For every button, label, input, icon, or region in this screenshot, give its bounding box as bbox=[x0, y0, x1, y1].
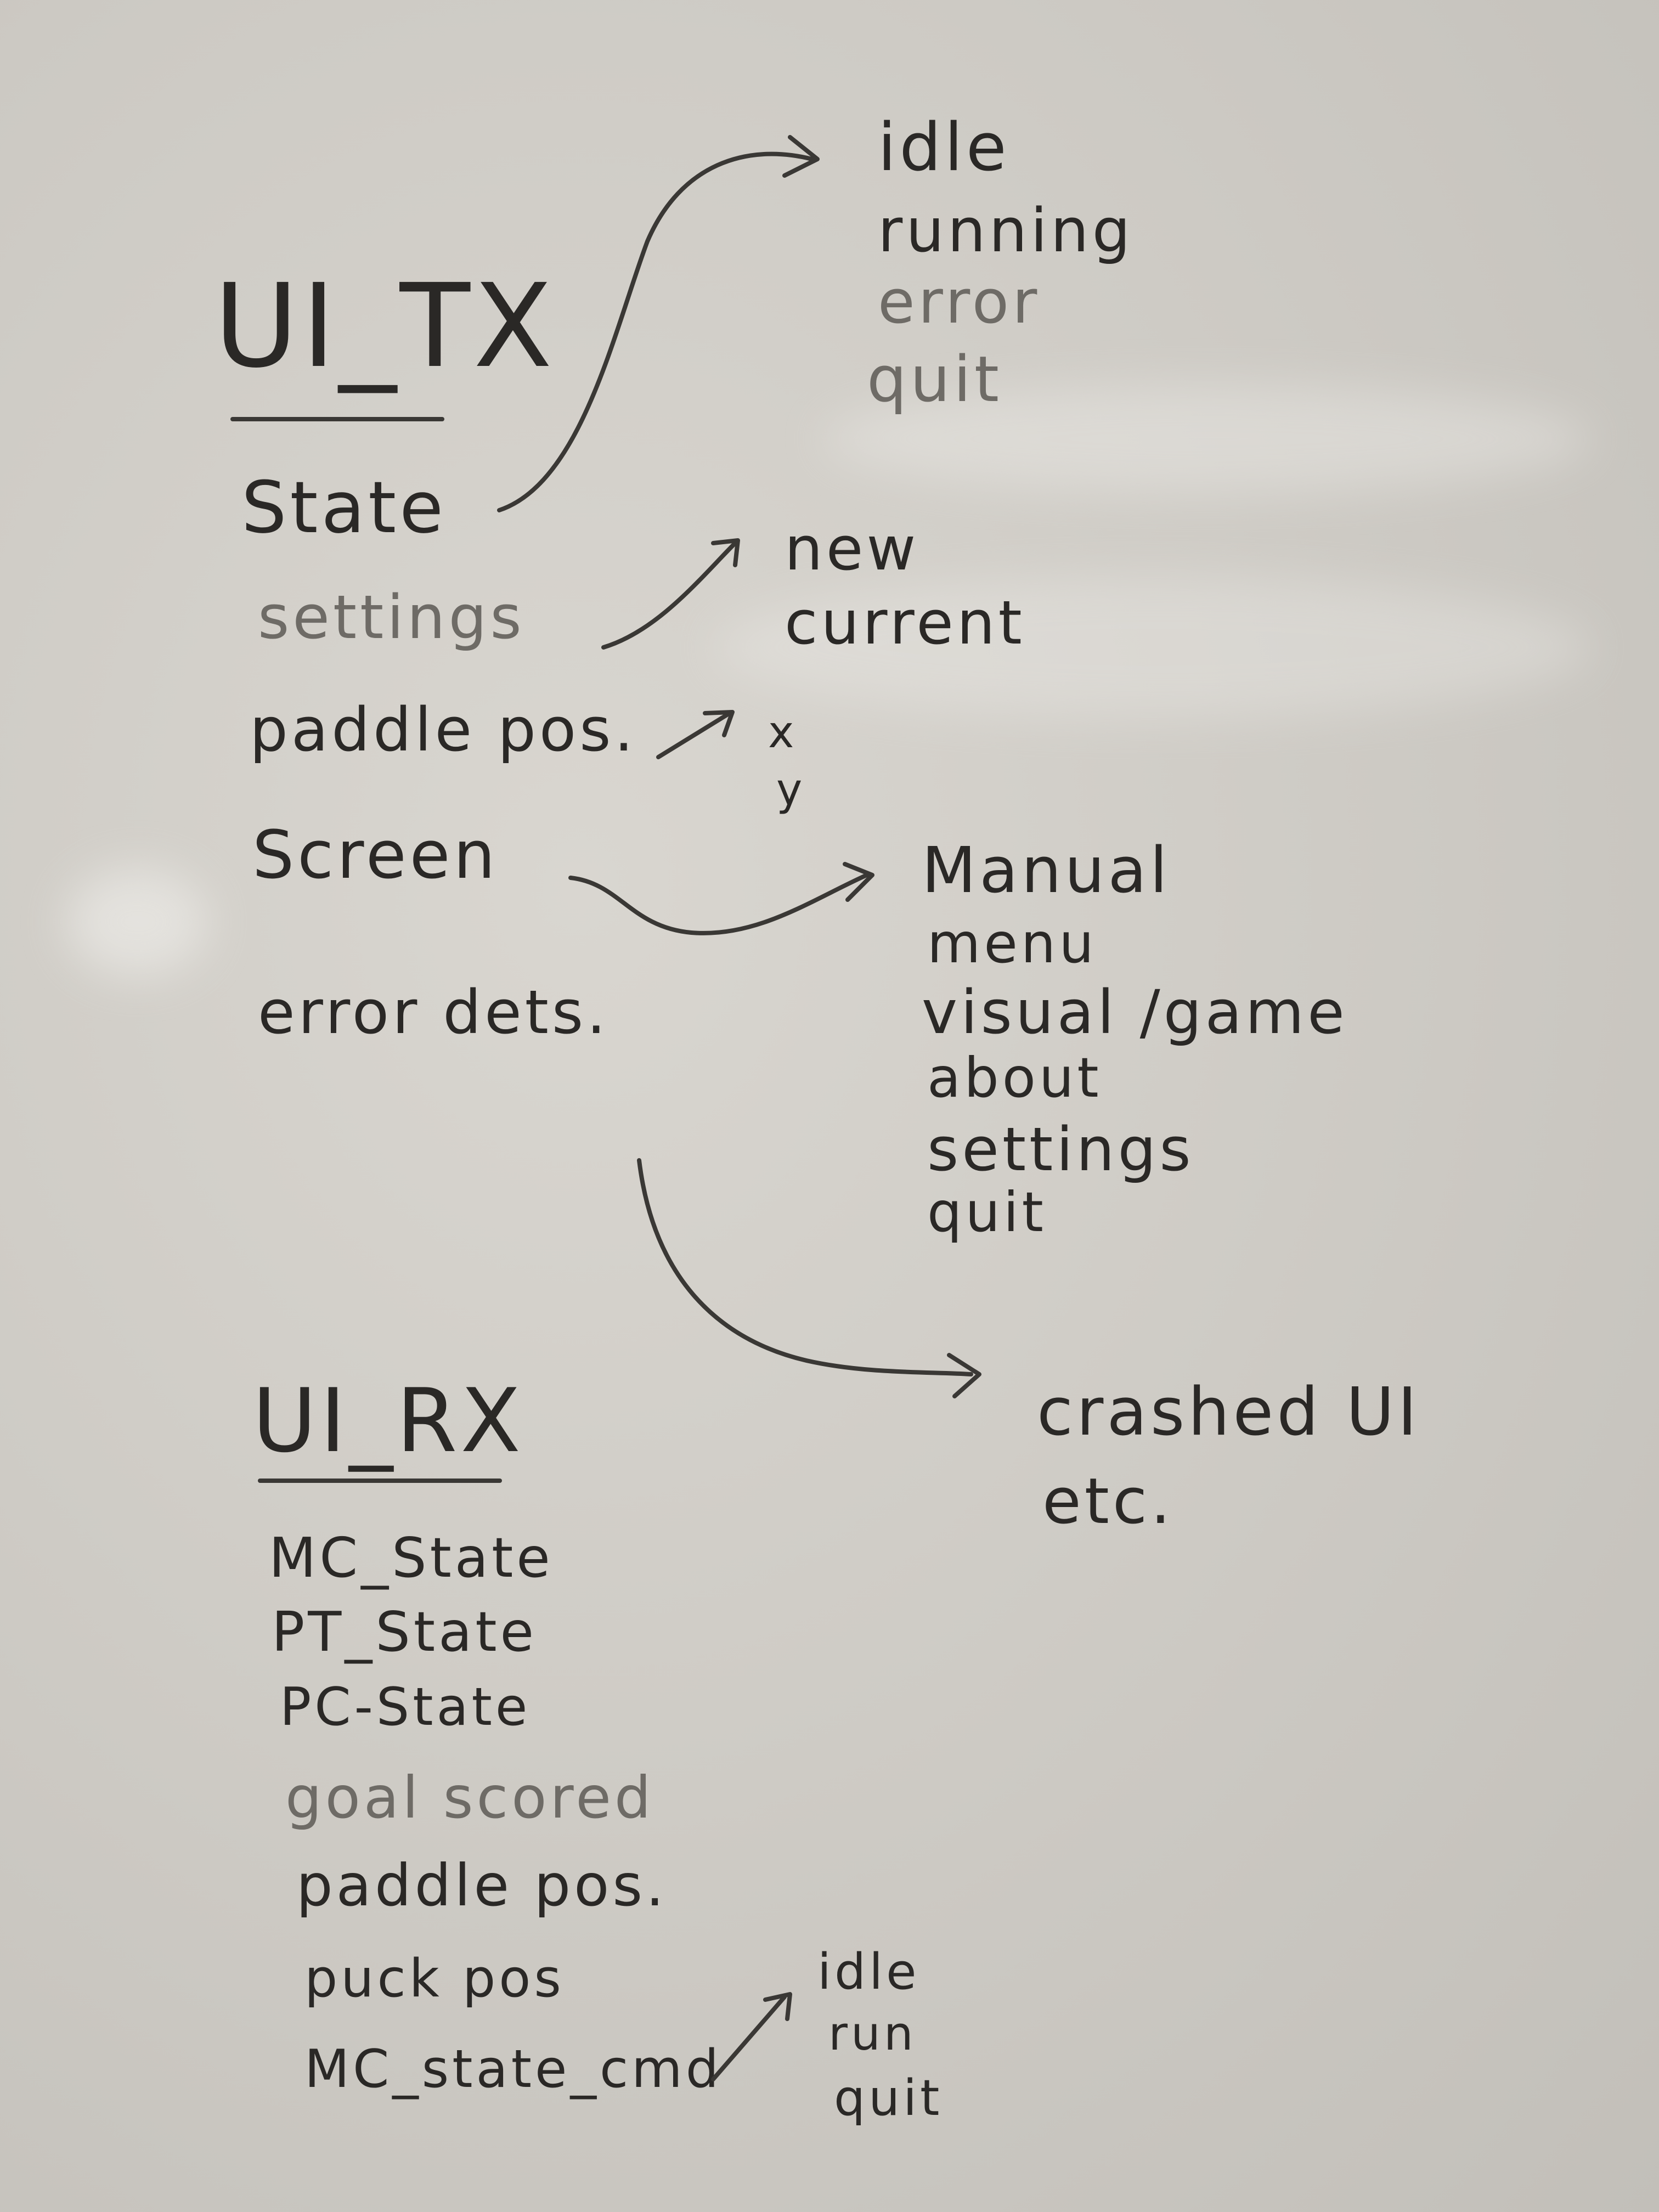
rx-field-puck-pos: puck pos bbox=[304, 1949, 565, 2009]
arrowhead-state bbox=[782, 135, 820, 178]
arrow-screen bbox=[568, 873, 869, 935]
error-value-crashed-ui: crashed UI bbox=[1037, 1374, 1420, 1451]
rx-field-pt-state: PT_State bbox=[272, 1600, 538, 1664]
cmd-value-quit: quit bbox=[834, 2069, 943, 2127]
arrow-error bbox=[637, 1158, 973, 1376]
screen-value-menu: menu bbox=[927, 911, 1097, 975]
cmd-value-idle: idle bbox=[817, 1943, 920, 2001]
rx-field-mc-state-cmd: MC_state_cmd bbox=[304, 2039, 723, 2100]
arrowhead-screen bbox=[843, 862, 874, 902]
tx-field-state: State bbox=[241, 466, 447, 549]
light-glare bbox=[713, 576, 1591, 719]
rx-field-pc-state: PC-State bbox=[280, 1677, 531, 1737]
screen-value-about: about bbox=[927, 1046, 1102, 1110]
ui-tx-title: UI_TX bbox=[214, 259, 556, 393]
state-value-idle: idle bbox=[878, 110, 1010, 186]
rx-field-mc-state: MC_State bbox=[269, 1526, 554, 1590]
state-value-running: running bbox=[878, 195, 1134, 266]
arrow-cmd bbox=[711, 1995, 787, 2081]
error-value-etc: etc. bbox=[1042, 1465, 1174, 1538]
arrow-state bbox=[497, 151, 814, 512]
screen-value-quit: quit bbox=[927, 1180, 1047, 1244]
ui-tx-underline bbox=[230, 417, 444, 421]
settings-value-current: current bbox=[785, 588, 1025, 658]
arrowhead-error bbox=[947, 1353, 981, 1398]
arrow-settings bbox=[601, 541, 737, 650]
state-value-error: error bbox=[878, 267, 1041, 337]
light-glare bbox=[66, 867, 208, 977]
paddle-value-y: y bbox=[776, 764, 806, 815]
arrow-paddle bbox=[656, 711, 732, 759]
arrowhead-paddle bbox=[703, 710, 735, 737]
tx-field-error-dets: error dets. bbox=[258, 977, 610, 1047]
arrowhead-settings bbox=[711, 538, 740, 567]
tx-field-settings: settings bbox=[258, 582, 525, 652]
settings-value-new: new bbox=[785, 514, 919, 584]
paddle-value-x: x bbox=[768, 707, 798, 758]
rx-field-goal-scored: goal scored bbox=[285, 1764, 654, 1831]
arrowhead-cmd bbox=[763, 1992, 792, 2021]
tx-field-screen: Screen bbox=[252, 817, 499, 894]
screen-value-visual-game: visual /game bbox=[922, 977, 1348, 1047]
ui-rx-title: UI_RX bbox=[252, 1369, 524, 1472]
rx-field-paddle-pos: paddle pos. bbox=[296, 1852, 668, 1919]
state-value-quit: quit bbox=[867, 343, 1002, 416]
light-glare bbox=[823, 384, 1591, 494]
screen-value-manual: Manual bbox=[922, 834, 1171, 907]
tx-field-paddle-pos: paddle pos. bbox=[250, 695, 637, 765]
screen-value-settings: settings bbox=[927, 1114, 1194, 1184]
cmd-value-run: run bbox=[828, 2007, 917, 2061]
ui-rx-underline bbox=[258, 1479, 502, 1483]
